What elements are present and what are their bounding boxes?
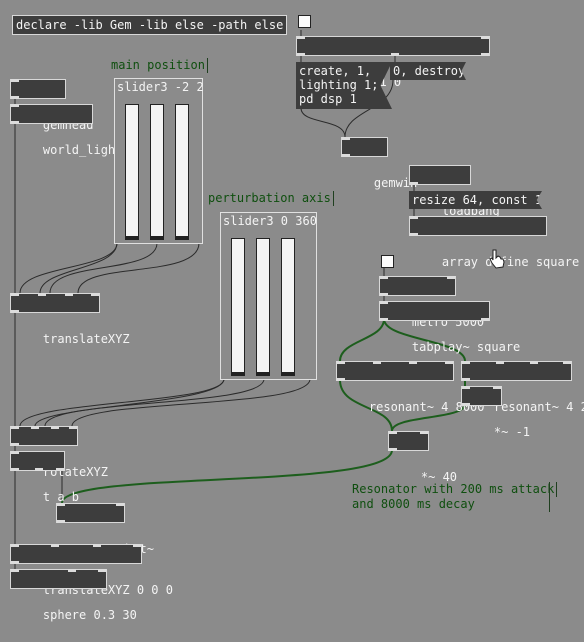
bang-start-metro[interactable]	[381, 255, 394, 268]
translatexyz-label: translateXYZ	[42, 332, 130, 346]
slider-knob[interactable]	[232, 372, 244, 375]
pd-canvas[interactable]: declare -lib Gem -lib else -path else ma…	[0, 0, 584, 622]
slider-knob[interactable]	[126, 236, 138, 239]
comment-resonator-line2: and 8000 ms decay	[352, 497, 475, 511]
multiply-40-label: *~ 40	[420, 470, 458, 484]
resize-message[interactable]: resize 64, const 1	[409, 191, 542, 209]
select-object[interactable]: select 1 0	[296, 36, 490, 89]
slider-knob[interactable]	[151, 236, 163, 239]
destroy-message[interactable]: 0, destroy	[390, 62, 466, 80]
slider-knob[interactable]	[257, 372, 269, 375]
slider-z-axis[interactable]	[281, 238, 295, 376]
resonant-8000-object[interactable]: resonant~ 4 8000	[336, 361, 485, 414]
array-define-label: array define square	[441, 255, 580, 269]
bang-toggle-window[interactable]	[298, 15, 311, 28]
sphere-object[interactable]: sphere 0.3 30	[10, 569, 137, 622]
metro-object[interactable]: metro 5000	[379, 276, 484, 329]
trigger-object[interactable]: t a b	[10, 451, 79, 504]
translatexyz-zero-object[interactable]: translateXYZ 0 0 0	[10, 544, 173, 597]
array-define-object[interactable]: array define square	[409, 216, 579, 269]
slider3-perturbation-axis[interactable]: slider3 0 360	[220, 212, 317, 380]
comment-perturbation-axis: perturbation axis	[208, 191, 334, 206]
tabplay-label: tabplay~ square	[411, 340, 521, 354]
slider3-axis-label: slider3 0 360	[223, 214, 317, 228]
multiply-negative-object[interactable]: *~ -1	[461, 386, 530, 439]
resonant-200-label: resonant~ 4 200	[493, 400, 584, 414]
resonant-200-object[interactable]: resonant~ 4 200	[461, 361, 584, 414]
slider-y-main[interactable]	[150, 104, 164, 240]
trigger-label: t a b	[42, 490, 80, 504]
gemhead-object[interactable]: gemhead	[10, 79, 93, 132]
loadbang-object[interactable]: loadbang	[409, 165, 500, 218]
translatexyz-object[interactable]: translateXYZ	[10, 293, 130, 346]
snapshot-object[interactable]: snapshot~	[56, 503, 154, 556]
sphere-label: sphere 0.3 30	[42, 608, 137, 622]
comment-main-position: main position	[111, 58, 208, 73]
create-message[interactable]: create, 1, lighting 1; pd dsp 1	[296, 62, 392, 109]
comment-resonator-bar	[549, 482, 550, 512]
slider3-main-position[interactable]: slider3 -2 2	[114, 78, 204, 244]
multiply-40-object[interactable]: *~ 40	[388, 431, 457, 484]
comment-resonator-line1: Resonator with 200 ms attack	[352, 482, 558, 497]
slider-z-main[interactable]	[175, 104, 189, 240]
slider3-main-label: slider3 -2 2	[117, 80, 204, 94]
slider-x-main[interactable]	[125, 104, 139, 240]
hand-cursor-icon	[489, 249, 505, 269]
slider-y-axis[interactable]	[256, 238, 270, 376]
declare-object[interactable]: declare -lib Gem -lib else -path else	[12, 15, 288, 35]
world-light-object[interactable]: world_light	[10, 104, 122, 157]
slider-knob[interactable]	[176, 236, 188, 239]
multiply-negative-label: *~ -1	[493, 425, 531, 439]
tabplay-object[interactable]: tabplay~ square	[379, 301, 520, 354]
world-light-label: world_light	[42, 143, 123, 157]
gemwin-label: gemwin	[373, 176, 418, 190]
gemwin-object[interactable]: gemwin	[341, 137, 417, 190]
slider-knob[interactable]	[282, 372, 294, 375]
rotatexyz-object[interactable]: rotateXYZ	[10, 426, 108, 479]
slider-x-axis[interactable]	[231, 238, 245, 376]
